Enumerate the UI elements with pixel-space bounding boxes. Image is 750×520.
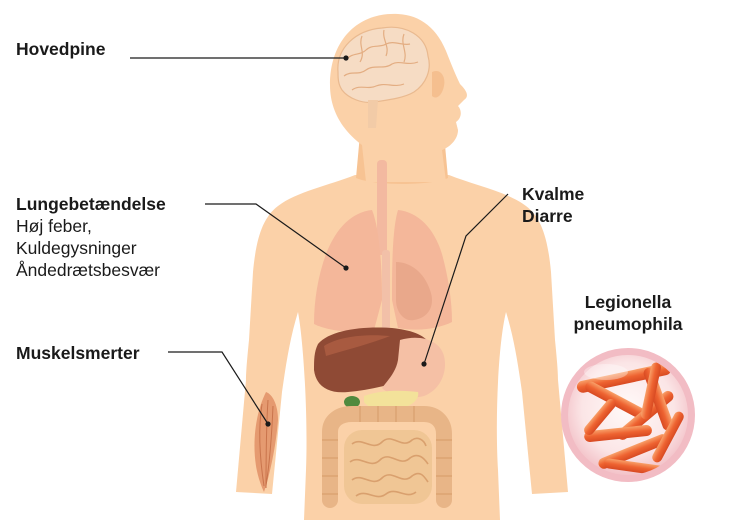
- liver-highlight: [324, 335, 390, 356]
- leader-line-muscle: [168, 351, 269, 425]
- label-nausea: Kvalme: [522, 184, 585, 204]
- leader-line-nausea: [423, 193, 509, 365]
- label-headache: Hovedpine: [16, 39, 106, 59]
- leader-lines: [130, 57, 509, 425]
- label-legionella: Legionella: [584, 292, 672, 312]
- heart: [396, 262, 433, 321]
- label-group-bacteria: Legionella pneumophila: [568, 291, 688, 335]
- intestines: [322, 406, 452, 508]
- petri-dish: [561, 348, 695, 482]
- left-lung: [314, 210, 382, 332]
- brain-folds: [343, 29, 419, 91]
- label-pneumophila: pneumophila: [573, 314, 683, 334]
- label-high-fever: Høj feber,: [16, 216, 92, 236]
- dish-gloss: [584, 364, 628, 380]
- label-muscle-pain: Muskelsmerter: [16, 343, 140, 363]
- stomach: [382, 337, 446, 398]
- gallbladder: [344, 396, 360, 408]
- brain-stem: [368, 100, 378, 128]
- pancreas: [364, 390, 419, 411]
- label-group-pneumonia: Lungebetændelse Høj feber, Kuldegysninge…: [16, 193, 166, 281]
- lungs: [314, 210, 452, 332]
- forearm-muscle: [254, 392, 278, 492]
- leader-line-pneumonia: [205, 203, 347, 269]
- small-intestine: [344, 430, 432, 504]
- bacteria-rods: [576, 362, 684, 475]
- colon-segments: [322, 406, 452, 495]
- label-breathing-difficulty: Åndedrætsbesvær: [16, 260, 160, 280]
- label-pneumonia: Lungebetændelse: [16, 194, 166, 214]
- ear: [432, 70, 445, 98]
- label-group-gi: Kvalme Diarre: [522, 183, 584, 227]
- brain: [337, 26, 430, 128]
- leader-dots: [265, 55, 427, 427]
- label-chills: Kuldegysninger: [16, 238, 137, 258]
- label-diarrhea: Diarre: [522, 206, 573, 226]
- trachea: [377, 160, 390, 330]
- large-intestine: [322, 406, 452, 508]
- small-intestine-coils: [349, 437, 429, 498]
